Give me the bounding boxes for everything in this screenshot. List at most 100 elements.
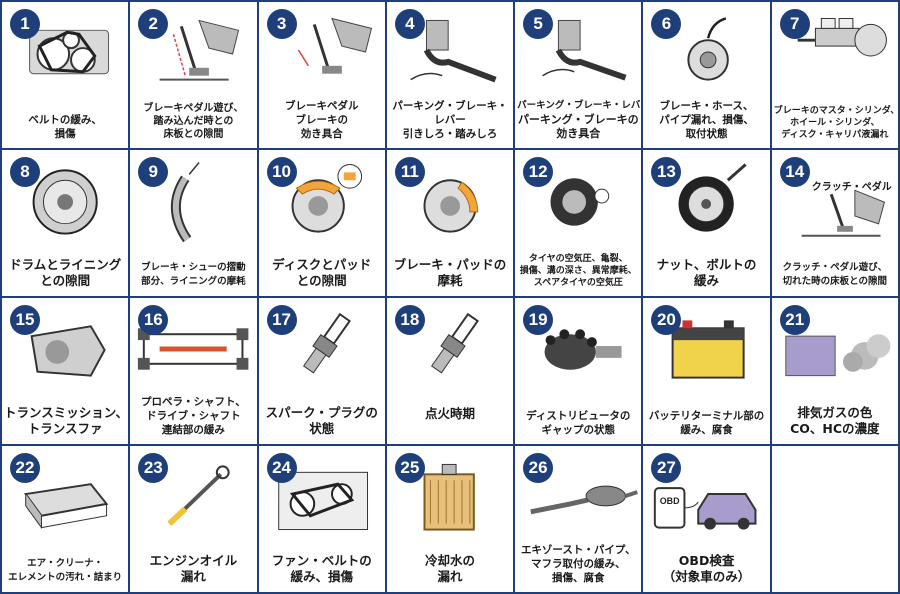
inspection-item-3: 3 ブレーキペダルブレーキの効き具合	[258, 2, 385, 148]
inspection-item-20: 20 バッテリターミナル部の緩み、腐食	[643, 298, 770, 444]
inspection-item-16: 16 プロペラ・シャフト、ドライブ・シャフト連結部の緩み	[130, 298, 257, 444]
item-number-badge: 17	[266, 305, 297, 335]
item-number-badge: 12	[523, 157, 554, 187]
item-number-badge: 25	[394, 453, 425, 483]
item-number-badge: 3	[266, 9, 297, 39]
item-number-badge: 16	[138, 305, 169, 335]
item-label: エンジンオイル漏れ	[149, 553, 238, 584]
inspection-item-22: 22 エア・クリーナ・エレメントの汚れ・詰まり	[2, 446, 129, 592]
item-number-badge: 19	[523, 305, 554, 335]
item-label: パーキング・ブレーキ・レバー引きしろ・踏みしろ	[392, 100, 508, 140]
item-number-badge: 13	[651, 157, 682, 187]
inspection-item-19: 19 ディストリビュータのギャップの状態	[515, 298, 642, 444]
item-label: クラッチ・ペダル遊び、切れた時の床板との隙間	[782, 262, 888, 287]
item-number-badge: 4	[394, 9, 425, 39]
item-label: 点火時期	[424, 406, 475, 421]
item-number-badge: 14	[779, 157, 810, 187]
item-number-badge: 21	[779, 305, 810, 335]
inspection-item-9: 9 ブレーキ・シューの摺動部分、ライニングの摩耗	[130, 150, 257, 296]
item-number-badge: 23	[138, 453, 169, 483]
wheel-nut-icon	[643, 158, 769, 244]
inspection-item-27: 27 OBD OBD検査（対象車のみ）	[643, 446, 770, 592]
obd-scanner-text: OBD	[660, 496, 680, 506]
empty-cell	[771, 446, 898, 592]
inspection-item-17: 17 スパーク・プラグの状態	[258, 298, 385, 444]
inspection-item-25: 25 冷却水の漏れ	[386, 446, 514, 592]
item-number-badge: 22	[10, 453, 40, 483]
item-number-badge: 26	[523, 453, 554, 483]
inspection-item-18: 18 点火時期	[386, 298, 514, 444]
inspection-item-24: 24 ファン・ベルトの緩み、損傷	[258, 446, 385, 592]
brake-pedal-icon	[259, 10, 385, 96]
radiator-icon	[387, 454, 513, 540]
item-label: ブレーキ・シューの摺動部分、ライニングの摩耗	[141, 262, 246, 287]
inspection-item-12: 12 タイヤの空気圧、亀裂、損傷、溝の深さ、異常摩耗、スペアタイヤの空気圧	[515, 150, 642, 296]
item-number-badge: 5	[523, 9, 554, 39]
inspection-item-6: 6 ブレーキ・ホース、パイプ漏れ、損傷、取付状態	[643, 2, 770, 148]
item-number-badge: 7	[779, 9, 810, 39]
inspection-item-8: 8 ドラムとライニングとの隙間	[2, 150, 129, 296]
item-number-badge: 9	[138, 157, 169, 187]
item-label: ブレーキペダル遊び、踏み込んだ時との床板との隙間	[143, 103, 244, 140]
brake-shoe-icon	[130, 158, 256, 244]
brake-drum-icon	[2, 158, 128, 244]
inspection-item-10: 10 ディスクとパッドとの隙間	[258, 150, 385, 296]
item-label: パーキング・ブレーキ・レバーパーキング・ブレーキの効き具合	[517, 100, 642, 140]
spark-plug-icon	[259, 306, 385, 392]
inspection-item-1: 1 ベルトの緩み、損傷	[2, 2, 129, 148]
item-label: ブレーキ・ホース、パイプ漏れ、損傷、取付状態	[659, 100, 754, 140]
air-cleaner-icon	[2, 454, 128, 540]
brake-pedal-play-icon	[130, 10, 256, 96]
item-label: バッテリターミナル部の緩み、腐食	[648, 410, 765, 436]
inspection-item-14: 14 クラッチ・ペダル クラッチ・ペダル遊び、切れた時の床板との隙間	[771, 150, 898, 296]
item-label: プロペラ・シャフト、ドライブ・シャフト連結部の緩み	[141, 396, 246, 436]
master-cylinder-icon	[772, 10, 898, 96]
inspection-item-4: 4 パーキング・ブレーキ・レバー引きしろ・踏みしろ	[386, 2, 514, 148]
oil-dipstick-icon	[130, 454, 256, 540]
item-label: エキゾースト・パイプ、マフラ取付の緩み、損傷、腐食	[520, 544, 636, 584]
item-label: 冷却水の漏れ	[424, 553, 475, 584]
brake-hose-icon	[643, 10, 769, 96]
item-label: トランスミッション、トランスファ	[4, 405, 129, 436]
item-label: ファン・ベルトの緩み、損傷	[271, 553, 372, 584]
battery-icon	[643, 306, 769, 392]
exhaust-pipe-icon	[515, 454, 641, 540]
item-label: OBD検査（対象車のみ）	[662, 553, 751, 584]
parking-brake-lever-icon	[387, 10, 513, 96]
item-number-badge: 18	[394, 305, 425, 335]
disc-pad-icon	[259, 158, 385, 244]
inspection-item-5: 5 パーキング・ブレーキ・レバーパーキング・ブレーキの効き具合	[515, 2, 642, 148]
fan-belt-icon	[259, 454, 385, 540]
item-number-badge: 1	[10, 9, 40, 39]
item-number-badge: 11	[394, 157, 425, 187]
item-number-badge: 6	[651, 9, 682, 39]
item-label: スパーク・プラグの状態	[265, 405, 378, 436]
belt-pulley-icon	[2, 10, 128, 96]
tire-pressure-icon	[515, 158, 641, 244]
inspection-item-2: 2 ブレーキペダル遊び、踏み込んだ時との床板との隙間	[130, 2, 257, 148]
item-label: ディスクとパッドとの隙間	[272, 257, 372, 288]
parking-brake-effect-icon	[515, 10, 641, 96]
clutch-pedal-icon	[772, 184, 898, 248]
item-label: ブレーキ・パッドの摩耗	[393, 257, 507, 288]
item-number-badge: 10	[266, 157, 297, 187]
item-label: ディストリビュータのギャップの状態	[526, 410, 631, 436]
item-label: ベルトの緩み、損傷	[28, 114, 102, 140]
inspection-item-15: 15 トランスミッション、トランスファ	[2, 298, 129, 444]
propeller-shaft-icon	[130, 306, 256, 392]
item-number-badge: 24	[266, 453, 297, 483]
obd-scanner-icon: OBD	[643, 454, 769, 540]
inspection-item-7: 7 ブレーキのマスタ・シリンダ、ホイール・シリンダ、ディスク・キャリパ液漏れ	[771, 2, 898, 148]
item-number-badge: 20	[651, 305, 682, 335]
inspection-item-11: 11 ブレーキ・パッドの摩耗	[386, 150, 514, 296]
item-number-badge: 27	[651, 453, 682, 483]
inspection-item-26: 26 エキゾースト・パイプ、マフラ取付の緩み、損傷、腐食	[515, 446, 642, 592]
item-label: ブレーキペダルブレーキの効き具合	[284, 100, 359, 140]
item-label: タイヤの空気圧、亀裂、損傷、溝の深さ、異常摩耗、スペアタイヤの空気圧	[519, 254, 637, 288]
item-label: ブレーキのマスタ・シリンダ、ホイール・シリンダ、ディスク・キャリパ液漏れ	[773, 106, 898, 140]
item-number-badge: 2	[138, 9, 169, 39]
item-label: ナット、ボルトの緩み	[656, 257, 757, 288]
item-label: エア・クリーナ・エレメントの汚れ・詰まり	[8, 558, 123, 583]
